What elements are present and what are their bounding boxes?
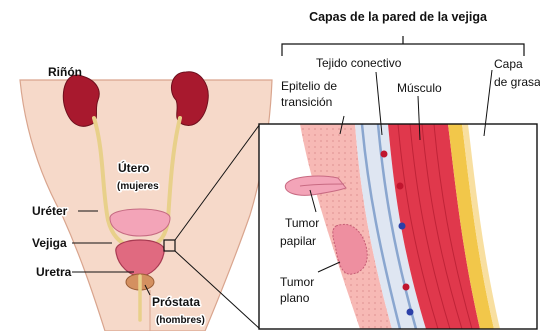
label-capa-line2: de grasa (494, 75, 540, 89)
label-epitelio-line1: Epitelio de (281, 79, 337, 93)
label-epitelio-line2: transición (281, 95, 332, 109)
uterus (110, 209, 170, 236)
label-tumor-papilar-line2: papilar (280, 234, 316, 248)
vessel-red (397, 183, 404, 190)
label-rinon: Riñón (48, 65, 82, 79)
label-utero-note: (mujeres (117, 181, 159, 192)
label-prostata-note: (hombres) (156, 315, 205, 326)
vessel-red (381, 151, 388, 158)
title-bracket (282, 36, 524, 56)
label-ureter: Uréter (32, 204, 68, 218)
label-tumor-papilar-line1: Tumor (285, 216, 319, 230)
torso-illustration (20, 72, 272, 331)
label-utero: Útero (118, 160, 149, 175)
label-prostata: Próstata (152, 295, 200, 309)
vessel-blue (399, 223, 406, 230)
label-tejido-conectivo: Tejido conectivo (316, 56, 402, 70)
label-musculo: Músculo (397, 81, 442, 95)
label-tumor-plano-line1: Tumor (280, 275, 314, 289)
label-uretra: Uretra (36, 265, 72, 279)
vessel-red (403, 284, 410, 291)
label-vejiga: Vejiga (32, 236, 67, 250)
label-tumor-plano-line2: plano (280, 291, 310, 305)
label-capa-line1: Capa (494, 57, 523, 71)
title: Capas de la pared de la vejiga (309, 10, 488, 24)
vessel-blue (407, 309, 414, 316)
